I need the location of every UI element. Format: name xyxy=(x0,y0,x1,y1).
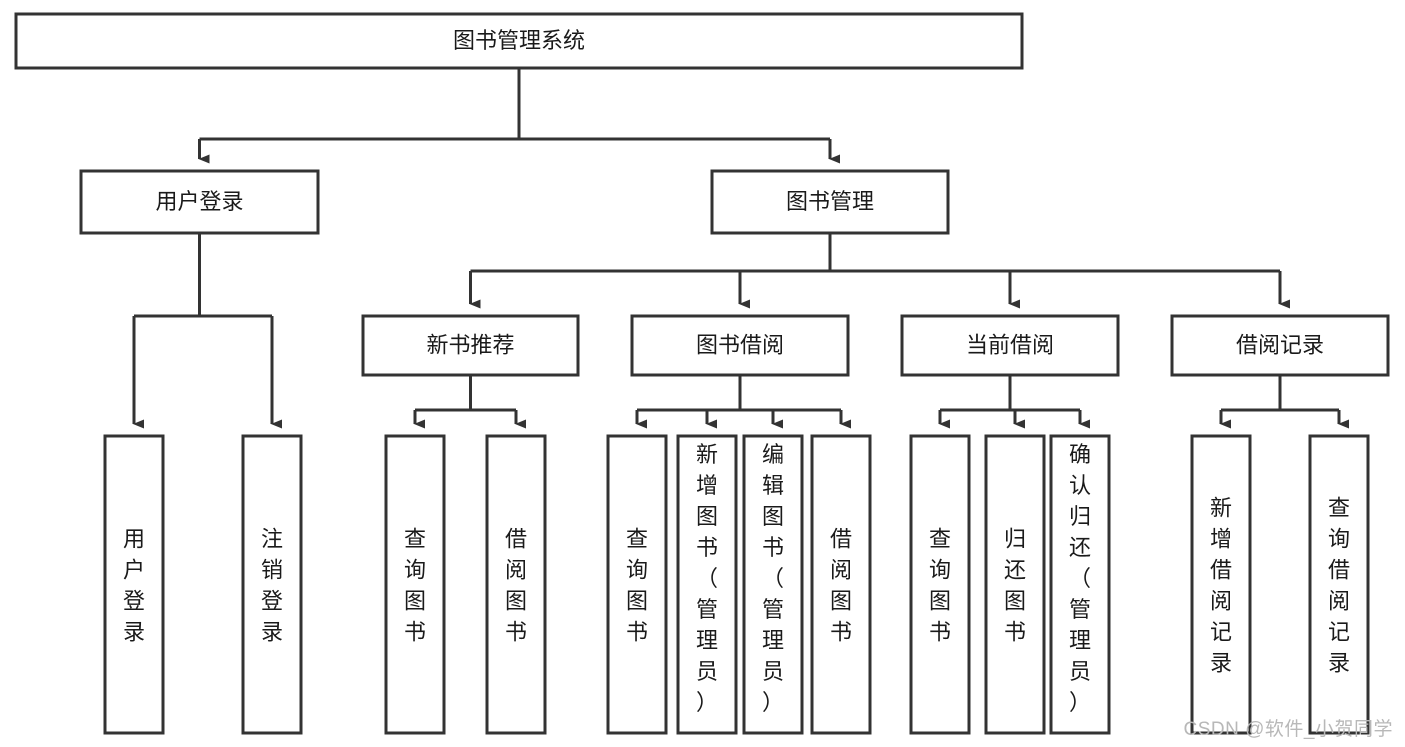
node-leaf-add-book-admin-label: 新增图书（管理员） xyxy=(696,442,718,715)
node-book-borrow[interactable]: 图书借阅 xyxy=(630,314,850,377)
node-leaf-query-book-borrow[interactable]: 查询图书 xyxy=(606,434,668,735)
node-book-manage-box xyxy=(710,169,950,235)
node-leaf-query-book-borrow-box xyxy=(606,434,668,735)
node-leaf-return-book-label: 归还图书 xyxy=(1004,527,1026,645)
node-leaf-add-book-admin[interactable]: 新增图书（管理员） xyxy=(676,434,738,735)
node-leaf-borrow-book[interactable]: 借阅图书 xyxy=(810,434,872,735)
node-leaf-return-book[interactable]: 归还图书 xyxy=(984,434,1046,735)
node-user-login-label: 用户登录 xyxy=(155,189,243,214)
csdn-watermark: CSDN @软件_小贺同学 xyxy=(1183,719,1393,740)
node-leaf-query-borrow-record[interactable]: 查询借阅记录 xyxy=(1308,434,1370,735)
node-borrow-record-label: 借阅记录 xyxy=(1236,332,1324,357)
node-leaf-add-borrow-record[interactable]: 新增借阅记录 xyxy=(1190,434,1252,735)
node-leaf-logout-label: 注销登录 xyxy=(261,527,283,645)
node-current-borrow-label: 当前借阅 xyxy=(966,332,1054,357)
nodes-layer: 图书管理系统用户登录图书管理新书推荐图书借阅当前借阅借阅记录用户登录注销登录查询… xyxy=(14,12,1390,735)
node-root-system-label: 图书管理系统 xyxy=(453,28,585,53)
node-leaf-borrow-book-label: 借阅图书 xyxy=(830,527,852,645)
node-leaf-return-book-box xyxy=(984,434,1046,735)
node-borrow-record-box xyxy=(1170,314,1390,377)
node-book-manage[interactable]: 图书管理 xyxy=(710,169,950,235)
node-current-borrow-box xyxy=(900,314,1120,377)
node-leaf-confirm-return-admin[interactable]: 确认归还（管理员） xyxy=(1049,434,1111,735)
node-leaf-confirm-return-admin-box xyxy=(1049,434,1111,735)
node-current-borrow[interactable]: 当前借阅 xyxy=(900,314,1120,377)
node-user-login-box xyxy=(79,169,320,235)
node-leaf-edit-book-admin-box xyxy=(742,434,804,735)
node-leaf-confirm-return-admin-label: 确认归还（管理员） xyxy=(1069,442,1091,715)
node-leaf-query-book-recommend-box xyxy=(384,434,446,735)
node-leaf-logout[interactable]: 注销登录 xyxy=(241,434,303,735)
node-leaf-query-book-current-box xyxy=(909,434,971,735)
node-new-book-recommend-box xyxy=(361,314,580,377)
node-leaf-add-borrow-record-box xyxy=(1190,434,1252,735)
node-leaf-query-book-recommend-label: 查询图书 xyxy=(404,527,426,645)
node-leaf-add-borrow-record-label: 新增借阅记录 xyxy=(1210,496,1232,676)
node-leaf-borrow-book-box xyxy=(810,434,872,735)
node-book-borrow-box xyxy=(630,314,850,377)
node-borrow-record[interactable]: 借阅记录 xyxy=(1170,314,1390,377)
node-root-system-box xyxy=(14,12,1024,70)
node-new-book-recommend[interactable]: 新书推荐 xyxy=(361,314,580,377)
node-new-book-recommend-label: 新书推荐 xyxy=(426,332,514,357)
node-book-manage-label: 图书管理 xyxy=(786,189,874,214)
node-leaf-borrow-book-recommend-box xyxy=(485,434,547,735)
node-root-system[interactable]: 图书管理系统 xyxy=(14,12,1024,70)
node-user-login[interactable]: 用户登录 xyxy=(79,169,320,235)
node-leaf-user-login-box xyxy=(103,434,165,735)
node-leaf-query-book-current[interactable]: 查询图书 xyxy=(909,434,971,735)
node-leaf-user-login-label: 用户登录 xyxy=(123,527,145,645)
node-leaf-query-borrow-record-label: 查询借阅记录 xyxy=(1328,496,1350,676)
connectors-layer xyxy=(132,68,1349,429)
node-leaf-borrow-book-recommend[interactable]: 借阅图书 xyxy=(485,434,547,735)
node-leaf-edit-book-admin[interactable]: 编辑图书（管理员） xyxy=(742,434,804,735)
node-leaf-query-book-current-label: 查询图书 xyxy=(929,527,951,645)
node-leaf-query-book-borrow-label: 查询图书 xyxy=(626,527,648,645)
node-leaf-logout-box xyxy=(241,434,303,735)
node-book-borrow-label: 图书借阅 xyxy=(696,332,784,357)
node-leaf-edit-book-admin-label: 编辑图书（管理员） xyxy=(762,442,784,715)
node-leaf-query-borrow-record-box xyxy=(1308,434,1370,735)
node-leaf-borrow-book-recommend-label: 借阅图书 xyxy=(505,527,527,645)
node-leaf-add-book-admin-box xyxy=(676,434,738,735)
node-leaf-query-book-recommend[interactable]: 查询图书 xyxy=(384,434,446,735)
node-leaf-user-login[interactable]: 用户登录 xyxy=(103,434,165,735)
